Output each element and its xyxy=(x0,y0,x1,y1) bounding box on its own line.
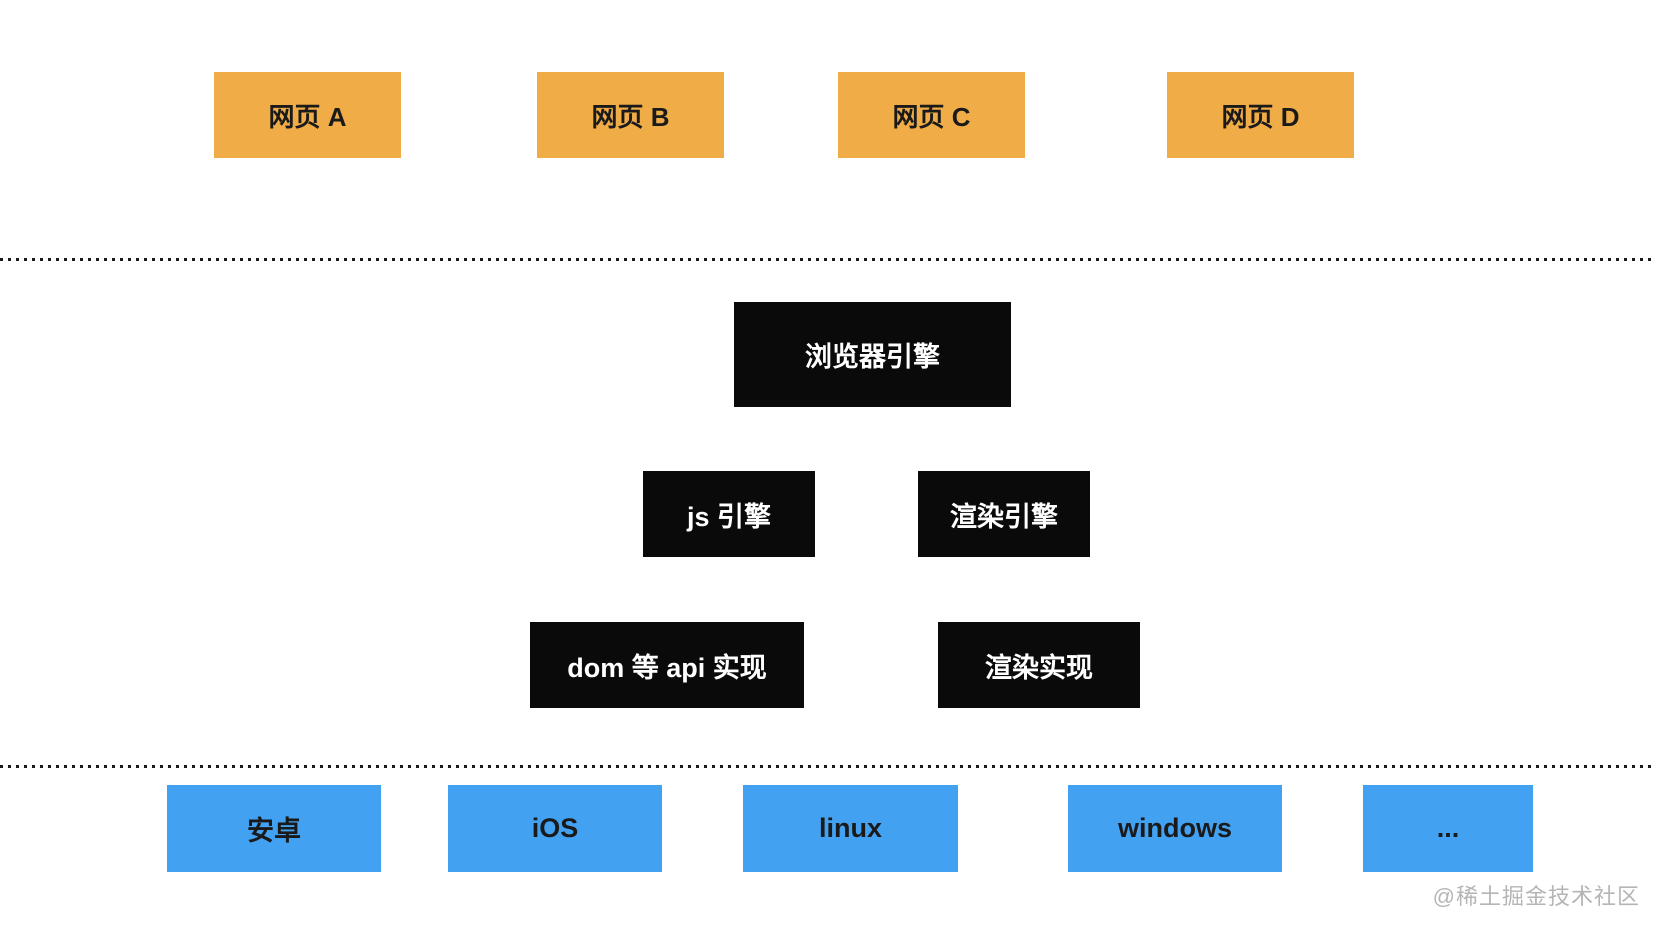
platform-linux-box: linux xyxy=(743,785,958,872)
webpage-a-box: 网页 A xyxy=(214,72,401,158)
platform-more-box: ... xyxy=(1363,785,1533,872)
platform-windows-box: windows xyxy=(1068,785,1282,872)
platform-android-box: 安卓 xyxy=(167,785,381,872)
process-boundary-divider-bottom xyxy=(0,765,1656,768)
render-impl-box: 渲染实现 xyxy=(938,622,1140,708)
webpage-d-box: 网页 D xyxy=(1167,72,1354,158)
watermark: @稀土掘金技术社区 xyxy=(1432,884,1640,909)
render-engine-box: 渲染引擎 xyxy=(918,471,1090,557)
webpage-b-box: 网页 B xyxy=(537,72,724,158)
process-boundary-divider-top xyxy=(0,258,1656,261)
dom-api-impl-box: dom 等 api 实现 xyxy=(530,622,804,708)
webpage-c-box: 网页 C xyxy=(838,72,1025,158)
browser-engine-box: 浏览器引擎 xyxy=(734,302,1011,407)
js-engine-box: js 引擎 xyxy=(643,471,815,557)
platform-ios-box: iOS xyxy=(448,785,662,872)
